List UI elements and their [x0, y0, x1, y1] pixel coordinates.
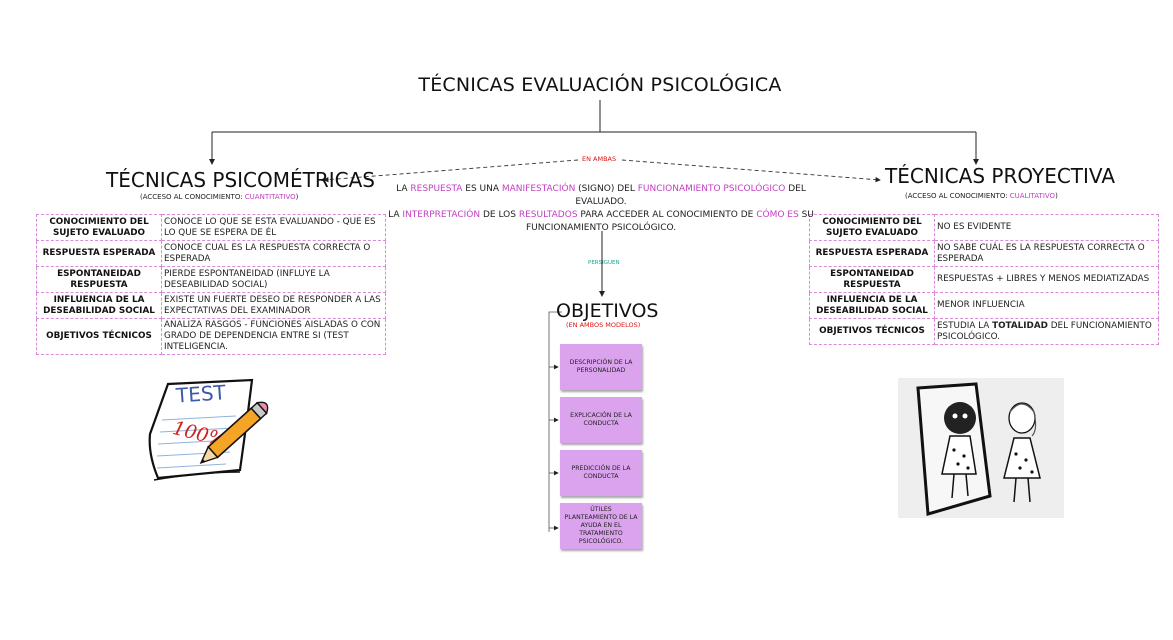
row-value: CONOCE CUAL ES LA RESPUESTA CORRECTA O E…: [162, 241, 386, 267]
objetivos-subtitle: (EN AMBOS MODELOS): [566, 321, 640, 329]
text-segment: SU: [799, 210, 814, 220]
row-value: ESTUDIA LA TOTALIDAD DEL FUNCIONAMIENTO …: [935, 319, 1159, 345]
text-segment: LA: [388, 210, 402, 220]
proyectiva-title: TÉCNICAS PROYECTIVA: [885, 164, 1115, 188]
center-line-2: LA INTERPRETACIÓN DE LOS RESULTADOS PARA…: [385, 209, 817, 222]
value-bold: TOTALIDAD: [992, 321, 1048, 331]
access-suffix: ): [296, 193, 299, 201]
row-value: NO ES EVIDENTE: [935, 215, 1159, 241]
access-prefix: (ACCESO AL CONOCIMIENTO:: [140, 193, 245, 201]
row-key: ESPONTANEIDAD RESPUESTA: [810, 267, 935, 293]
center-line-1: LA RESPUESTA ES UNA MANIFESTACIÓN (SIGNO…: [385, 183, 817, 209]
objetivos-title: OBJETIVOS: [556, 300, 659, 322]
psicometricas-access: (ACCESO AL CONOCIMIENTO: CUANTITATIVO): [140, 193, 298, 201]
center-description: LA RESPUESTA ES UNA MANIFESTACIÓN (SIGNO…: [385, 183, 817, 235]
text-highlight: CÓMO ES: [756, 210, 798, 220]
access-value: CUANTITATIVO: [245, 193, 296, 201]
dashed-link-right: [622, 160, 880, 180]
text-segment: PARA ACCEDER AL CONOCIMIENTO DE: [578, 210, 757, 220]
objective-note: ÚTILES PLANTEAMIENTO DE LA AYUDA EN EL T…: [560, 503, 642, 549]
text-highlight: RESULTADOS: [519, 210, 578, 220]
row-value: RESPUESTAS + LIBRES Y MENOS MEDIATIZADAS: [935, 267, 1159, 293]
mirror-illustration: [898, 378, 1064, 518]
row-key: RESPUESTA ESPERADA: [37, 241, 162, 267]
objective-note: EXPLICACIÓN DE LA CONDUCTA: [560, 397, 642, 443]
proyectiva-access: (ACCESO AL CONOCIMIENTO: CUALITATIVO): [905, 192, 1058, 200]
objective-note: DESCRIPCIÓN DE LA PERSONALIDAD: [560, 344, 642, 390]
row-value: ANALIZA RASGOS - FUNCIONES AISLADAS O CO…: [162, 319, 386, 355]
text-segment: ES UNA: [462, 184, 501, 194]
text-highlight: RESPUESTA: [410, 184, 462, 194]
row-value: EXISTE UN FUERTE DESEO DE RESPONDER A LA…: [162, 293, 386, 319]
reflection-head: [944, 402, 976, 434]
row-value: MENOR INFLUENCIA: [935, 293, 1159, 319]
row-key: INFLUENCIA DE LA DESEABILIDAD SOCIAL: [810, 293, 935, 319]
access-suffix: ): [1055, 192, 1058, 200]
test-paper-icon: TEST 100%: [140, 374, 280, 486]
en-ambas-label: EN AMBAS: [582, 155, 616, 163]
row-key: CONOCIMIENTO DEL SUJETO EVALUADO: [37, 215, 162, 241]
row-key: INFLUENCIA DE LA DESEABILIDAD SOCIAL: [37, 293, 162, 319]
row-key: ESPONTANEIDAD RESPUESTA: [37, 267, 162, 293]
row-value: NO SABE CUÁL ES LA RESPUESTA CORRECTA O …: [935, 241, 1159, 267]
objective-note: PREDICCIÓN DE LA CONDUCTA: [560, 450, 642, 496]
text-segment: (SIGNO) DEL: [575, 184, 637, 194]
center-line-3: FUNCIONAMIENTO PSICOLÓGICO.: [385, 222, 817, 235]
psicometricas-title: TÉCNICAS PSICOMÉTRICAS: [106, 168, 375, 192]
text-segment: LA: [396, 184, 410, 194]
row-value: CONOCE LO QUE SE ESTA EVALUANDO - QUE ES…: [162, 215, 386, 241]
access-prefix: (ACCESO AL CONOCIMIENTO:: [905, 192, 1010, 200]
text-segment: DE LOS: [480, 210, 519, 220]
access-value: CUALITATIVO: [1010, 192, 1055, 200]
row-key: CONOCIMIENTO DEL SUJETO EVALUADO: [810, 215, 935, 241]
text-highlight: MANIFESTACIÓN: [502, 184, 575, 194]
persiguen-label: PERSIGUEN: [588, 260, 620, 266]
text-highlight: FUNCIONAMIENTO PSICOLÓGICO: [638, 184, 786, 194]
row-key: OBJETIVOS TÉCNICOS: [37, 319, 162, 355]
test-word: TEST: [174, 380, 227, 408]
main-title: TÉCNICAS EVALUACIÓN PSICOLÓGICA: [0, 74, 1173, 96]
value-prefix: ESTUDIA LA: [937, 321, 992, 331]
row-key: RESPUESTA ESPERADA: [810, 241, 935, 267]
row-value: PIERDE ESPONTANEIDAD (INFLUYE LA DESEABI…: [162, 267, 386, 293]
text-highlight: INTERPRETACIÓN: [402, 210, 480, 220]
girl-head: [1009, 403, 1035, 433]
row-key: OBJETIVOS TÉCNICOS: [810, 319, 935, 345]
